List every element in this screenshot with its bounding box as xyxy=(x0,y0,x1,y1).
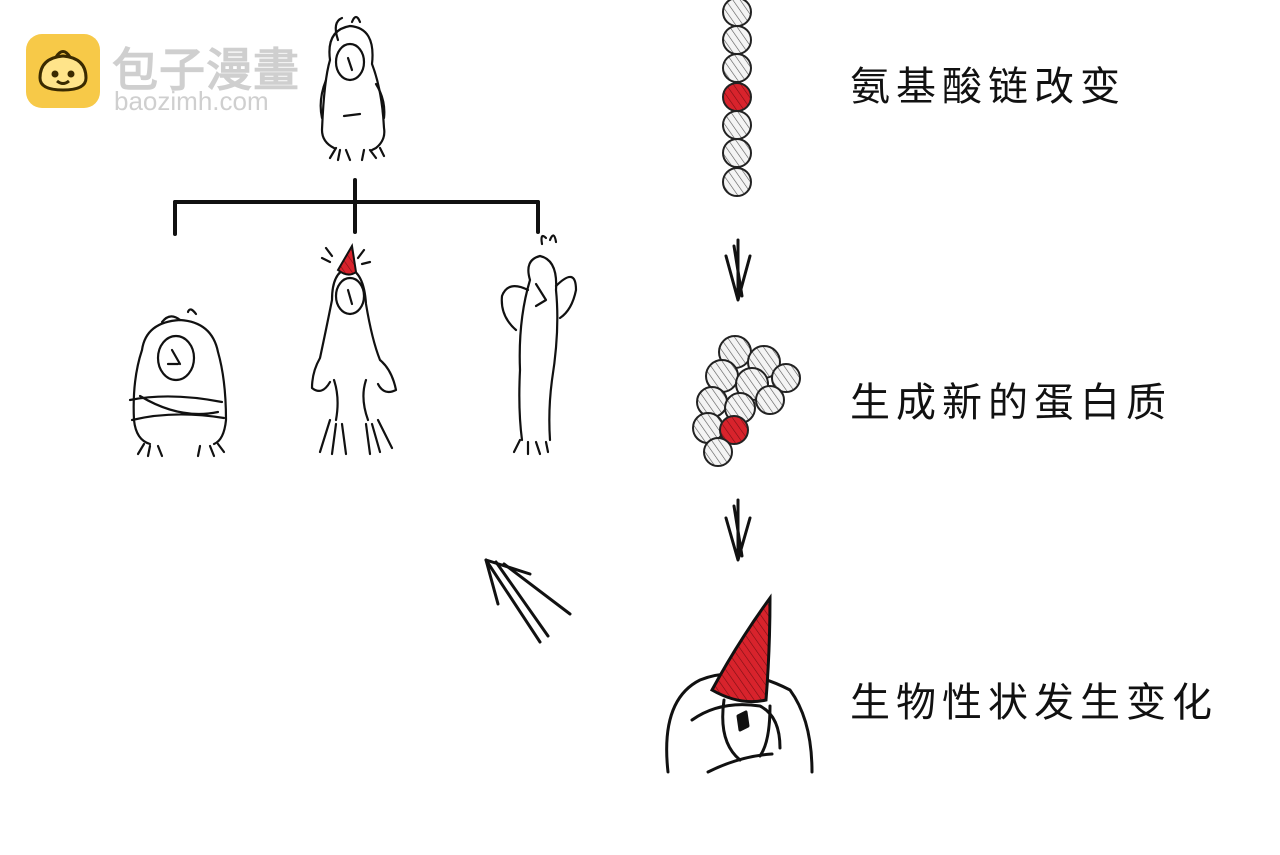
arrow-down-icon xyxy=(724,498,752,562)
watermark-logo: 包子漫畫 baozimh.com xyxy=(26,34,316,116)
protein-cluster xyxy=(692,335,801,467)
family-tree-lines xyxy=(173,178,540,236)
mutated-head-closeup xyxy=(665,672,814,774)
caption-amino-acid-chain-change: 氨基酸链改变 xyxy=(850,64,1126,110)
mutated-horn-small xyxy=(336,243,358,276)
amino-acid-chain xyxy=(722,0,752,197)
bun-face-icon xyxy=(26,34,100,108)
parent-monster xyxy=(319,15,386,162)
arrow-down-icon xyxy=(724,238,752,302)
caption-trait-change: 生物性状发生变化 xyxy=(850,680,1218,726)
arrow-up-left-icon xyxy=(484,558,572,644)
caption-new-protein: 生成新的蛋白质 xyxy=(850,380,1172,426)
watermark-brand: 包子漫畫 xyxy=(112,43,300,97)
child-monster-arms-crossed xyxy=(128,308,228,458)
child-monster-arms-up xyxy=(500,234,578,456)
child-monster-mutated xyxy=(310,246,398,456)
watermark-url: baozimh.com xyxy=(114,86,269,116)
mutated-horn-large xyxy=(709,593,772,704)
